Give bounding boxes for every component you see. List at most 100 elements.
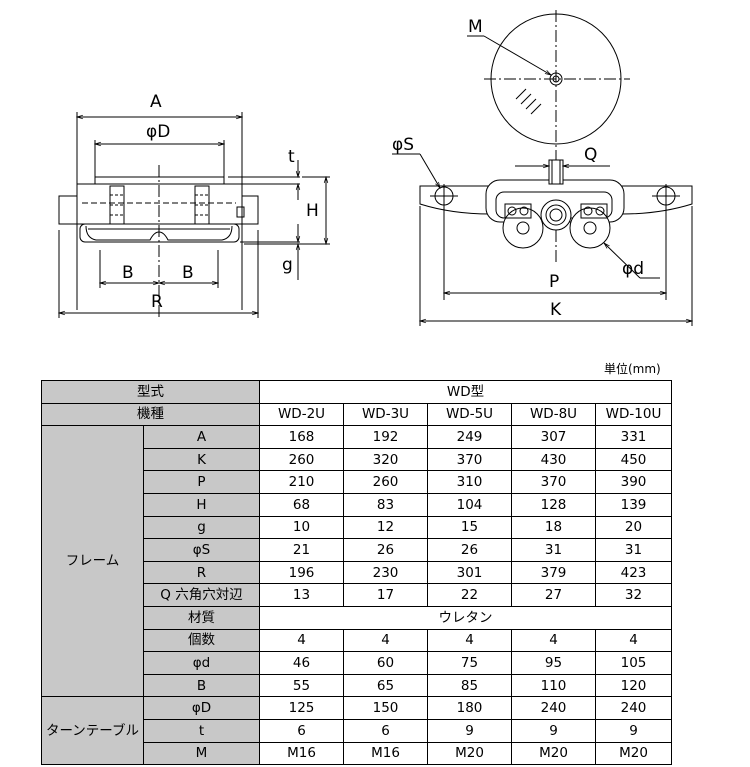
value-cell: 18 [511,515,596,540]
label-Q: Q [584,145,597,165]
value-cell: M20 [427,741,512,766]
value-cell: 26 [427,538,512,562]
label-phid: φd [622,259,644,279]
value-cell: 168 [259,425,344,449]
label-R: R [151,292,163,312]
technical-drawing: A φD t H g B B R [0,10,750,326]
value-cell: 150 [343,696,428,720]
value-cell: 32 [595,583,672,607]
label-t: t [288,147,295,167]
value-cell: 65 [343,673,428,698]
value-cell: 105 [595,651,672,675]
value-cell: 307 [511,425,596,449]
label-P: P [549,272,559,292]
value-cell: 240 [595,696,672,720]
side-view [392,10,692,326]
row-label-cell: A [143,425,260,449]
value-cell: 4 [511,628,596,653]
group-name-cell: ターンテーブル [41,696,144,766]
merged-value-cell: ウレタン [259,605,672,630]
value-cell: 430 [511,447,596,472]
row-label-cell: H [143,492,260,517]
value-cell: 120 [595,673,672,698]
value-cell: 320 [343,447,428,472]
value-cell: 22 [427,583,512,607]
model-header-cell: WD-5U [427,402,512,427]
value-cell: 9 [427,718,512,743]
value-cell: 10 [259,515,344,540]
value-cell: 180 [427,696,512,720]
value-cell: 370 [511,470,596,494]
value-cell: 310 [427,470,512,494]
row-label-cell: M [143,741,260,766]
label-B-right: B [182,263,194,283]
row-label-cell: φS [143,538,260,562]
value-cell: 46 [259,651,344,675]
value-cell: 379 [511,560,596,585]
value-cell: 301 [427,560,512,585]
row-label-cell: φd [143,651,260,675]
value-cell: 230 [343,560,428,585]
row-label-cell: 材質 [143,605,260,630]
label-H: H [306,201,319,221]
value-cell: M20 [595,741,672,766]
label-phiD: φD [146,122,170,142]
label-M: M [468,17,483,37]
value-cell: 15 [427,515,512,540]
value-cell: 4 [343,628,428,653]
row-label-cell: g [143,515,260,540]
value-cell: 192 [343,425,428,449]
front-view [59,112,330,318]
value-cell: 331 [595,425,672,449]
label-g: g [282,255,293,275]
label-B-left: B [122,263,134,283]
value-cell: 95 [511,651,596,675]
value-cell: 450 [595,447,672,472]
model-header-cell: WD-8U [511,402,596,427]
value-cell: 240 [511,696,596,720]
value-cell: 68 [259,492,344,517]
value-cell: M16 [343,741,428,766]
row-label-cell: t [143,718,260,743]
value-cell: 27 [511,583,596,607]
value-cell: 83 [343,492,428,517]
value-cell: 21 [259,538,344,562]
model-value-cell: WD型 [259,380,672,404]
value-cell: 249 [427,425,512,449]
value-cell: 260 [259,447,344,472]
label-K: K [550,300,562,320]
row-label-cell: 個数 [143,628,260,653]
value-cell: 9 [595,718,672,743]
label-phiS: φS [392,135,414,155]
value-cell: 139 [595,492,672,517]
value-cell: 423 [595,560,672,585]
value-cell: 4 [259,628,344,653]
value-cell: 260 [343,470,428,494]
value-cell: M20 [511,741,596,766]
model-header-cell: WD-3U [343,402,428,427]
model-label-cell: 型式 [41,380,260,404]
unit-label: 単位(mm) [604,362,661,376]
row-label-cell: P [143,470,260,494]
row-label-cell: Q 六角穴対辺 [143,583,260,607]
model-header-cell: WD-2U [259,402,344,427]
type-label-cell: 機種 [41,402,260,427]
value-cell: 390 [595,470,672,494]
value-cell: 4 [427,628,512,653]
value-cell: 210 [259,470,344,494]
value-cell: 6 [259,718,344,743]
value-cell: 12 [343,515,428,540]
